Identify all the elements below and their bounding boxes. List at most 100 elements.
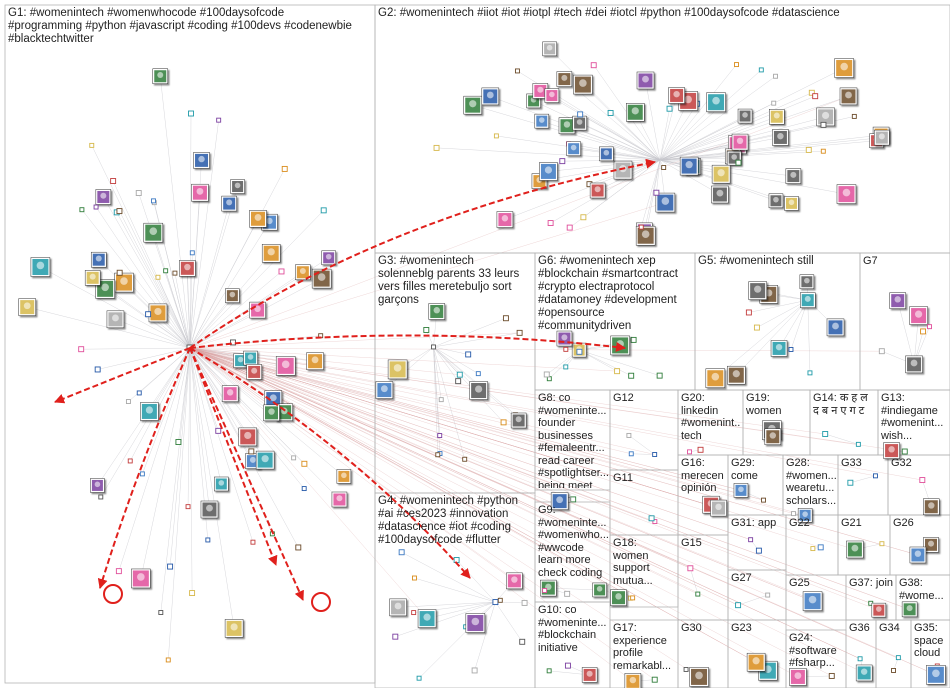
node-small <box>807 370 813 376</box>
edge <box>659 137 781 161</box>
node-avatar <box>311 268 332 289</box>
edge <box>825 433 859 445</box>
node-small <box>919 477 926 484</box>
node-small <box>167 563 174 570</box>
node-small <box>683 666 689 672</box>
node-small <box>791 511 796 517</box>
edge <box>189 347 861 659</box>
node-avatar <box>193 152 210 169</box>
node-avatar <box>636 71 655 90</box>
node-avatar <box>90 251 107 268</box>
edge <box>189 347 235 629</box>
node-avatar <box>295 264 311 280</box>
node-avatar <box>389 598 407 617</box>
highlighted-edge <box>189 347 278 566</box>
node-avatar <box>802 591 823 611</box>
edge <box>790 300 808 350</box>
node-avatar <box>230 179 245 194</box>
node-small <box>78 346 85 353</box>
edge <box>140 347 191 579</box>
edge <box>582 84 661 161</box>
edge <box>189 271 282 349</box>
edge <box>659 103 698 161</box>
node-avatar <box>613 160 633 180</box>
edge <box>189 120 219 349</box>
edge <box>97 347 191 370</box>
node-avatar <box>143 222 164 243</box>
node-avatar <box>152 68 169 84</box>
edge <box>189 347 910 610</box>
edge <box>118 347 191 572</box>
edge <box>690 568 699 595</box>
edge <box>659 140 877 161</box>
edge <box>189 347 879 611</box>
edge <box>153 232 191 349</box>
edge <box>189 347 876 477</box>
node-small <box>628 451 634 457</box>
node-small <box>570 496 577 503</box>
node-avatar <box>599 146 614 162</box>
node-avatar <box>846 540 864 559</box>
node-small <box>151 198 156 204</box>
edge <box>189 347 865 674</box>
node-avatar <box>179 260 196 277</box>
node-small <box>607 110 614 116</box>
edge <box>659 69 762 161</box>
node-small <box>416 675 422 681</box>
edge <box>659 159 721 195</box>
edge <box>659 76 776 161</box>
node-avatar <box>387 359 408 380</box>
node-small <box>188 110 194 117</box>
edge <box>659 141 741 161</box>
node-small <box>563 364 569 370</box>
node-avatar <box>510 412 527 429</box>
edge <box>130 347 191 462</box>
node-small <box>872 473 878 479</box>
edge <box>115 319 191 349</box>
node-avatar <box>883 442 900 459</box>
node-avatar <box>469 381 488 400</box>
edge <box>189 347 739 606</box>
node-avatar <box>784 196 799 211</box>
edge <box>850 475 876 483</box>
group-box-g14 <box>809 389 879 456</box>
edge <box>549 48 661 161</box>
highlighted-edge <box>54 347 191 404</box>
edge <box>160 347 191 613</box>
node-small <box>735 602 742 609</box>
node-avatar <box>263 404 280 422</box>
group-box-g10 <box>534 601 611 688</box>
edge <box>91 145 191 349</box>
node-small <box>771 100 777 106</box>
node-avatar <box>800 292 816 308</box>
edge <box>189 347 272 414</box>
node-avatar <box>496 211 514 228</box>
node-small <box>301 460 308 467</box>
node-small <box>808 89 815 96</box>
node-small <box>281 165 288 172</box>
node-avatar <box>200 500 219 519</box>
edge <box>189 347 632 454</box>
node-avatar <box>148 303 168 323</box>
node-small <box>116 208 123 215</box>
node-small <box>820 121 827 128</box>
edge <box>189 347 299 548</box>
node-avatar <box>225 288 240 303</box>
edge <box>189 347 633 682</box>
group-box-g16 <box>677 454 729 536</box>
node-avatar <box>465 613 486 633</box>
node-small <box>820 148 826 154</box>
node-avatar <box>224 619 244 638</box>
edge <box>645 80 661 161</box>
node-small <box>94 366 101 373</box>
edge <box>189 347 193 594</box>
edge <box>659 96 849 161</box>
edge <box>178 347 191 443</box>
edge <box>659 134 882 161</box>
edge <box>189 347 305 489</box>
node-avatar <box>581 667 598 683</box>
node-small <box>125 399 131 404</box>
edge <box>189 347 655 455</box>
edge <box>189 210 324 349</box>
